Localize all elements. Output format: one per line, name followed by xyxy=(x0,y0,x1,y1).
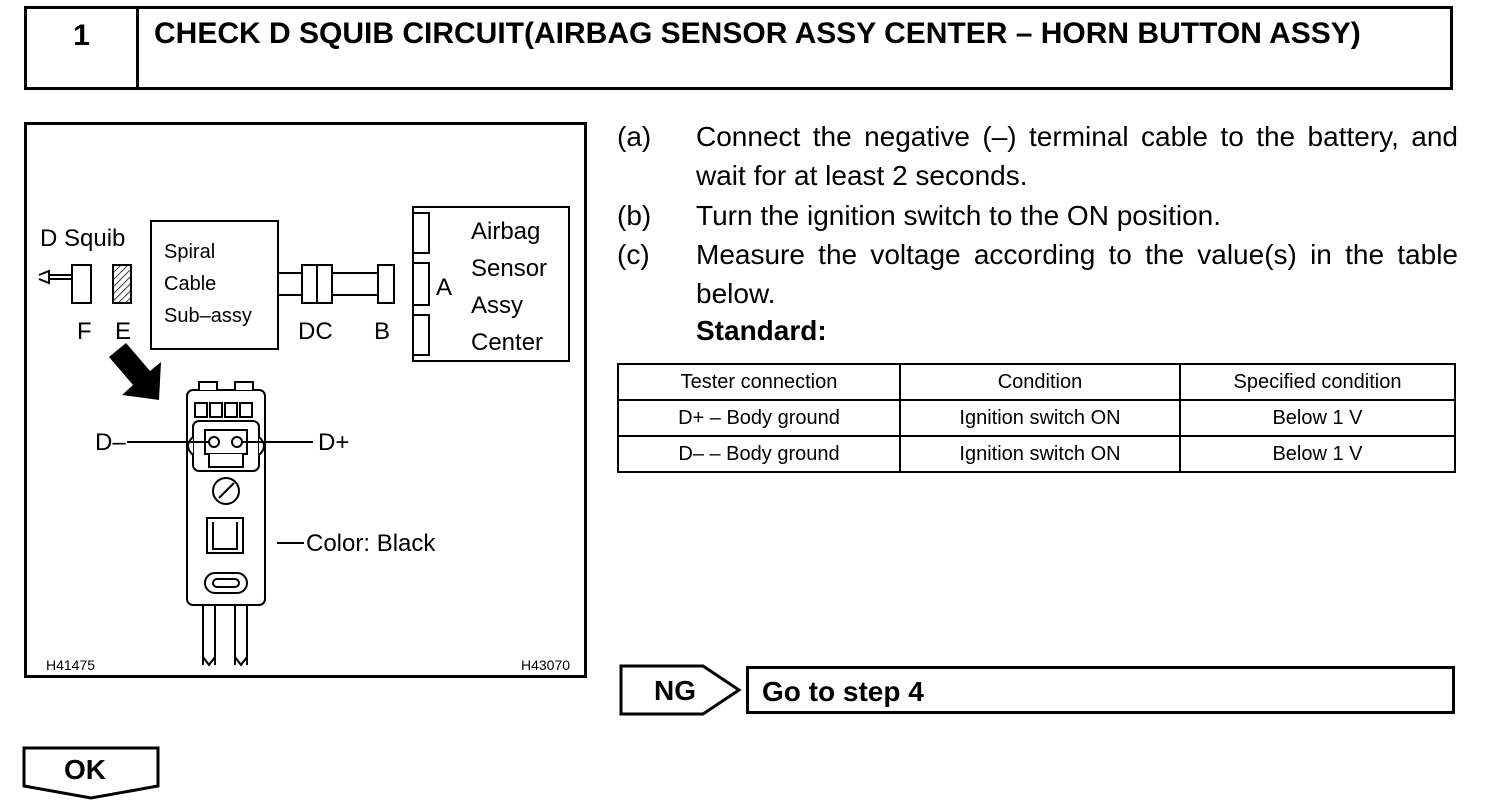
ng-label: NG xyxy=(654,675,696,706)
wire-segment xyxy=(277,272,303,296)
label-d-minus: D– xyxy=(95,429,126,456)
figure-code-right: H43070 xyxy=(521,657,570,673)
wire-segment xyxy=(331,272,379,296)
ng-action-box: Go to step 4 xyxy=(746,666,1455,714)
connector-drawing xyxy=(186,381,266,667)
label-a: A xyxy=(436,274,452,301)
connector-e xyxy=(112,264,132,304)
table-cell: Below 1 V xyxy=(1179,399,1456,437)
ng-arrow-icon xyxy=(619,664,742,716)
table-header: Specified condition xyxy=(1179,363,1456,401)
label-f: F xyxy=(77,318,92,345)
label-dc: DC xyxy=(298,318,333,345)
step-title: CHECK D SQUIB CIRCUIT(AIRBAG SENSOR ASSY… xyxy=(154,17,1361,50)
step-b-label: (b) xyxy=(617,200,652,231)
circuit-diagram: D Squib F E Spiral Cable Sub–assy DC B A… xyxy=(38,206,570,673)
d-squib-label: D Squib xyxy=(40,225,125,252)
label-e: E xyxy=(115,318,131,345)
airbag-sensor-box xyxy=(412,206,570,362)
step-a-text: Connect the negative (–) terminal cable … xyxy=(696,121,1458,191)
connector-b xyxy=(377,264,395,304)
step-header: 1 CHECK D SQUIB CIRCUIT(AIRBAG SENSOR AS… xyxy=(24,6,1453,90)
spiral-label-1: Spiral xyxy=(164,241,215,263)
spec-table: Tester connection Condition Specified co… xyxy=(617,363,1456,473)
table-row: D+ – Body ground Ignition switch ON Belo… xyxy=(617,399,1456,437)
step-number: 1 xyxy=(27,9,139,87)
pointer-arrow-icon xyxy=(109,343,161,400)
step-c: (c) Measure the voltage according to the… xyxy=(617,235,1459,315)
step-a-label: (a) xyxy=(617,121,652,152)
airbag-label-3: Assy xyxy=(471,292,523,319)
connector-f xyxy=(71,264,92,304)
figure-code-left: H41475 xyxy=(46,657,95,673)
table-header-row: Tester connection Condition Specified co… xyxy=(617,363,1456,401)
table-cell: Ignition switch ON xyxy=(899,399,1181,437)
step-b: (b) Turn the ignition switch to the ON p… xyxy=(617,196,1459,236)
label-d-plus: D+ xyxy=(318,429,349,456)
ng-action-text: Go to step 4 xyxy=(762,676,924,707)
spiral-label-3: Sub–assy xyxy=(164,305,252,327)
table-header: Tester connection xyxy=(617,363,901,401)
table-row: D– – Body ground Ignition switch ON Belo… xyxy=(617,435,1456,473)
wiring-figure: D Squib F E Spiral Cable Sub–assy DC B A… xyxy=(24,122,587,678)
color-label: Color: Black xyxy=(306,530,436,557)
airbag-label-1: Airbag xyxy=(471,218,540,245)
squib-wire xyxy=(38,269,72,285)
step-a: (a) Connect the negative (–) terminal ca… xyxy=(617,117,1459,197)
spiral-cable-box xyxy=(150,220,279,350)
label-b: B xyxy=(374,318,390,345)
table-header: Condition xyxy=(899,363,1181,401)
airbag-label-4: Center xyxy=(471,329,543,356)
standard-label: Standard: xyxy=(696,315,827,346)
step-c-text: Measure the voltage according to the val… xyxy=(696,239,1458,309)
table-cell: D+ – Body ground xyxy=(617,399,901,437)
step-b-text: Turn the ignition switch to the ON posit… xyxy=(696,200,1221,231)
table-cell: D– – Body ground xyxy=(617,435,901,473)
connector-a xyxy=(412,262,430,306)
spiral-label-2: Cable xyxy=(164,273,216,295)
airbag-label-2: Sensor xyxy=(471,255,547,282)
table-cell: Below 1 V xyxy=(1179,435,1456,473)
table-cell: Ignition switch ON xyxy=(899,435,1181,473)
ok-arrow-icon xyxy=(22,746,160,800)
ok-label: OK xyxy=(64,754,106,785)
step-c-label: (c) xyxy=(617,239,650,270)
